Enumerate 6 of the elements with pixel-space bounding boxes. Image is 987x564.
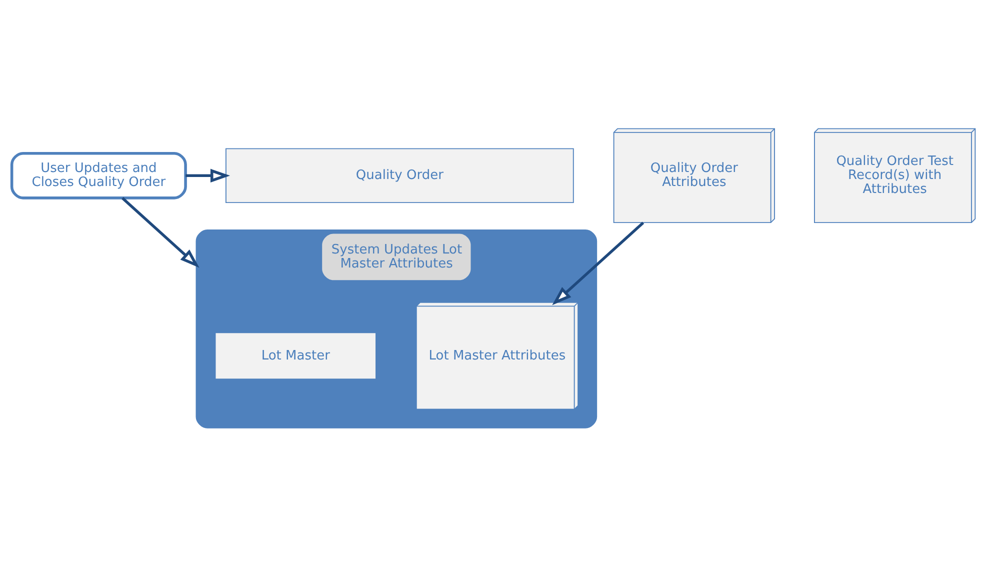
arrow xyxy=(122,197,200,268)
node-box: User Updates and Closes Quality Order xyxy=(10,152,187,200)
node-box: Lot Master xyxy=(214,332,376,380)
arrow xyxy=(552,222,644,306)
node-box: Quality Order xyxy=(225,148,574,204)
arrow xyxy=(186,168,230,182)
